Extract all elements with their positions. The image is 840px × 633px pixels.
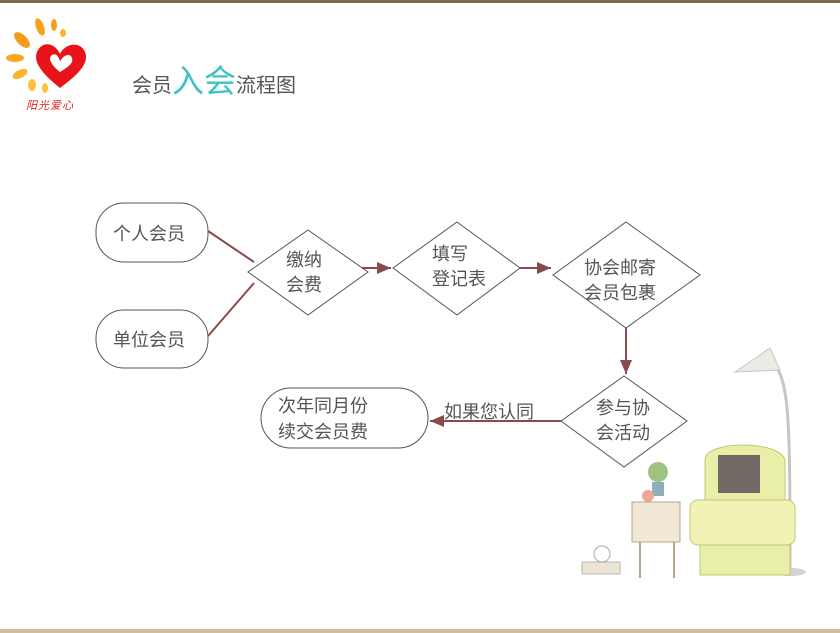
node-personal-member <box>95 202 209 263</box>
top-border <box>0 0 840 3</box>
edge-personal-to-pay <box>207 230 255 263</box>
label-unit-member: 单位会员 <box>113 330 185 351</box>
node-fill-form <box>392 221 521 316</box>
armchair-lamp-illustration <box>581 347 806 578</box>
title-part2: 流程图 <box>236 73 297 97</box>
title-part1: 会员 <box>132 73 172 97</box>
node-pay-fee <box>247 229 369 316</box>
label-renew-line1: 次年同月份 <box>278 396 368 417</box>
edge-unit-to-pay <box>207 282 255 337</box>
label-pay-line1: 缴纳 <box>286 250 322 271</box>
label-join-line2: 会活动 <box>596 423 650 444</box>
node-renew-fee <box>260 387 429 449</box>
logo-text: 阳光爱心 <box>26 99 74 112</box>
label-renew-line2: 续交会员费 <box>278 422 368 443</box>
node-unit-member <box>95 309 209 369</box>
label-pay-line2: 会费 <box>286 275 322 296</box>
label-mail-line2: 会员包裹 <box>584 283 656 304</box>
label-mail-line1: 协会邮寄 <box>584 258 656 279</box>
label-fill-line2: 登记表 <box>432 269 486 290</box>
label-personal-member: 个人会员 <box>113 224 185 245</box>
bottom-border <box>0 629 840 633</box>
page-title: 会员入会流程图 <box>132 56 296 102</box>
edge-label-if-agree: 如果您认同 <box>444 402 534 423</box>
title-highlight: 入会 <box>172 62 237 100</box>
node-join-activity <box>560 375 688 468</box>
label-join-line1: 参与协 <box>596 398 650 419</box>
logo-icon <box>6 18 87 93</box>
label-fill-line1: 填写 <box>432 244 468 265</box>
